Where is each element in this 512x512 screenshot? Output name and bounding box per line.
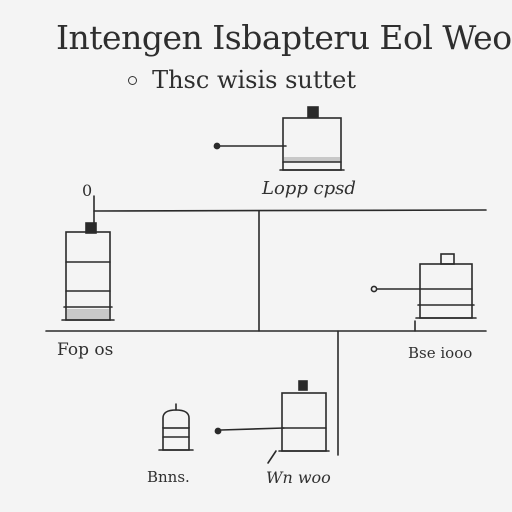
left-unit-shading: [67, 309, 109, 319]
right-unit-label: Bse iooo: [408, 344, 473, 362]
left-unit-number: 0: [82, 181, 93, 200]
subtitle-row: Thsc wisis suttet: [128, 64, 356, 96]
left-unit-label: Fop os: [57, 340, 114, 360]
diagram-subtitle: Thsc wisis suttet: [152, 66, 357, 94]
right-unit: [370, 253, 477, 319]
bottom-right-unit-label: Wn woo: [266, 468, 331, 487]
bottom-left-unit: [158, 403, 194, 451]
top-unit-shading: [284, 157, 340, 162]
bottom-right-unit-body: [281, 392, 327, 452]
bottom-left-unit-label: Bnns.: [147, 468, 190, 486]
top-unit-node: [213, 142, 221, 150]
right-unit-cap: [440, 253, 455, 265]
bottom-left-unit-body: [162, 427, 190, 451]
top-unit-label: Lopp cpsd: [262, 178, 356, 199]
right-unit-node: [370, 285, 378, 293]
top-unit-cap: [307, 106, 319, 118]
bottom-left-unit-dome: [162, 409, 190, 429]
bottom-right-unit-cap: [298, 380, 308, 391]
bottom-right-unit-connector: [220, 427, 285, 431]
top-horizontal-line: [93, 209, 487, 212]
bottom-right-unit-node: [214, 427, 222, 435]
connection-lines: [45, 195, 487, 456]
bottom-right-unit-pointer: [267, 450, 277, 464]
bottom-right-unit: [214, 380, 330, 464]
left-unit: [61, 222, 115, 321]
left-unit-cap: [85, 222, 97, 234]
top-unit: [213, 106, 345, 171]
right-unit-body: [419, 263, 473, 319]
diagram-title: Intengen Isbapteru Eol Weoe: [56, 18, 512, 57]
subtitle-bullet-icon: [128, 76, 137, 85]
